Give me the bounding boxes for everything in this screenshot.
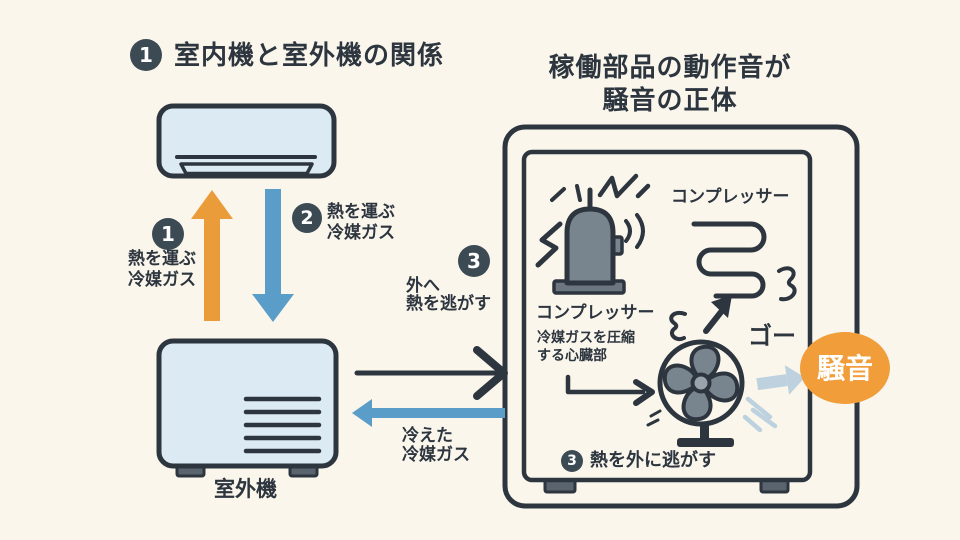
indoor-unit-icon [156,103,337,179]
interior-step3-label: 熱を外に逃がす [590,450,716,471]
noise-ellipse [800,332,890,404]
step3-badge: 3 [458,245,490,277]
compressor-desc-line1: 冷媒ガスを圧縮 [537,330,635,346]
compressor-label: コンプレッサー [536,303,655,323]
compressor-desc-line2: する心臓部 [537,348,607,364]
outdoor-unit-label: 室外機 [214,477,277,501]
arrow-up-orange-icon [191,190,233,321]
cooled-gas-label-line2: 冷媒ガス [402,445,470,465]
vibration-tick-icons [646,409,662,427]
arrow-cooled-gas-icon [352,399,505,427]
vibration-mark-icons [535,173,651,268]
step3-label-line1: 外へ [406,276,440,296]
arrow-coil-icon [703,295,732,334]
coil-label: コンプレッサー [671,187,790,207]
step2-label-line1: 熱を運ぶ [327,202,395,222]
arrow-compressor-to-fan-icon [565,374,655,406]
step1-badge: 1 [152,218,184,250]
step2-label-line2: 冷媒ガス [327,223,395,243]
step2-badge: 2 [292,203,322,233]
sound-squiggle-icons [669,266,797,341]
outdoor-unit-icon [156,338,339,478]
wind-line-icons [742,396,778,433]
sound-effect-label: ゴー [748,322,796,350]
step1-label-line2: 冷媒ガス [128,270,196,290]
arrow-to-noise-icon [756,365,805,395]
fan-icon [657,339,745,447]
left-title-step-badge: 1 [130,39,162,71]
arrow-to-interior-icon [354,346,508,400]
step1-label-line1: 熱を運ぶ [128,249,196,269]
coil-icon [691,221,767,299]
left-title: 室内機と室外機の関係 [174,41,445,71]
compressor-icon [552,187,626,295]
noise-label: 騒音 [816,352,873,385]
right-title-line2: 騒音の正体 [602,86,738,116]
cooled-gas-label-line1: 冷えた [402,426,453,446]
right-title-line1: 稼働部品の動作音が [548,53,792,83]
interior-step3-badge: 3 [561,450,583,472]
arrow-down-blue-icon [252,189,294,322]
step3-label-line2: 熱を逃がす [406,294,491,314]
